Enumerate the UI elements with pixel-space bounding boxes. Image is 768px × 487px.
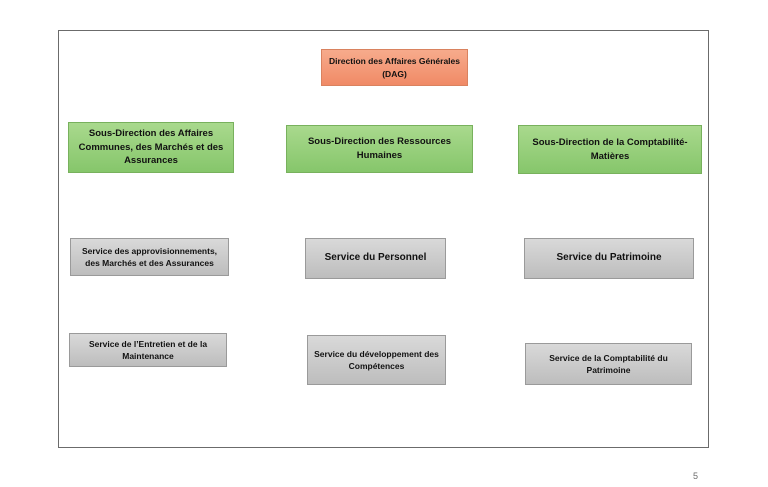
service-patrimoine: Service du Patrimoine	[524, 238, 694, 279]
service-approvisionnements: Service des approvisionnements, des Marc…	[70, 238, 229, 276]
page-number: 5	[693, 471, 699, 481]
sub-direction-comptabilite-matieres: Sous-Direction de la Comptabilité-Matièr…	[518, 125, 702, 174]
service-comptabilite-patrimoine: Service de la Comptabilité du Patrimoine	[525, 343, 692, 385]
sub-direction-ressources-humaines: Sous-Direction des Ressources Humaines	[286, 125, 473, 173]
service-personnel: Service du Personnel	[305, 238, 446, 279]
service-developpement-competences: Service du développement des Compétences	[307, 335, 446, 385]
dag-box: Direction des Affaires Générales (DAG)	[321, 49, 468, 86]
sub-direction-affaires-communes: Sous-Direction des Affaires Communes, de…	[68, 122, 234, 173]
service-entretien-maintenance: Service de l’Entretien et de la Maintena…	[69, 333, 227, 367]
